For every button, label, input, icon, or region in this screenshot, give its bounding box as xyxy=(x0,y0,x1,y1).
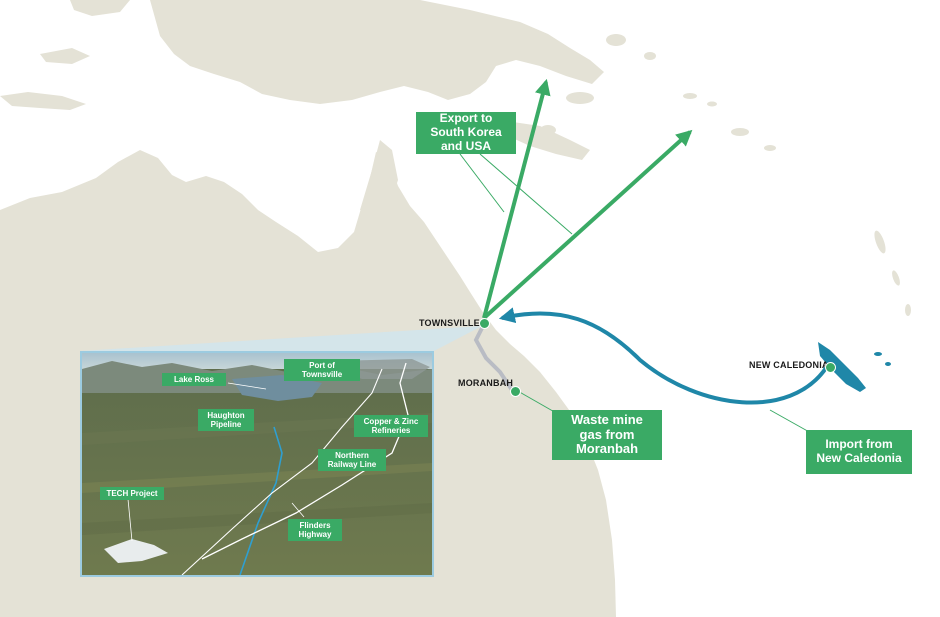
port-of-townsville-label: Port of Townsville xyxy=(284,359,360,382)
northern-railway-line-label: Northern Railway Line xyxy=(318,449,386,472)
haughton-pipeline-line xyxy=(239,426,283,575)
flinders-highway-line xyxy=(181,368,383,575)
new-caledonia-island xyxy=(818,342,866,392)
lake-ross-water xyxy=(232,375,322,401)
townsville-label: TOWNSVILLE xyxy=(419,318,480,328)
lake-ross-label: Lake Ross xyxy=(162,373,226,387)
new-guinea-landmass xyxy=(150,0,604,104)
copper-zinc-refineries-label: Copper & Zinc Refineries xyxy=(354,415,428,438)
import-arrow xyxy=(498,307,828,405)
export-arrow-usa xyxy=(482,129,693,320)
export-arrow-korea xyxy=(482,78,551,319)
tech-project-site xyxy=(104,539,168,563)
export-callout: Export to South Korea and USA xyxy=(416,111,516,154)
export-leader-1 xyxy=(459,153,505,213)
flinders-highway-label: Flinders Highway xyxy=(288,519,342,542)
haughton-pipeline-label: Haughton Pipeline xyxy=(198,409,254,432)
waste-gas-leader xyxy=(515,389,559,415)
import-callout: Import from New Caledonia xyxy=(806,430,912,474)
waste-gas-callout: Waste mine gas from Moranbah xyxy=(552,410,662,460)
gas-pipeline-line xyxy=(473,322,514,392)
export-leader-2 xyxy=(479,153,573,235)
moranbah-pin xyxy=(510,386,521,397)
inset-wedge xyxy=(80,326,482,351)
new-caledonia-label: NEW CALEDONIA xyxy=(749,360,829,370)
aerial-photo-inset: Lake Ross Port of Townsville Haughton Pi… xyxy=(80,351,434,577)
tech-project-label: TECH Project xyxy=(100,487,164,501)
townsville-pin xyxy=(479,318,490,329)
new-caledonia-pin xyxy=(825,362,836,373)
moranbah-label: MORANBAH xyxy=(458,378,514,388)
